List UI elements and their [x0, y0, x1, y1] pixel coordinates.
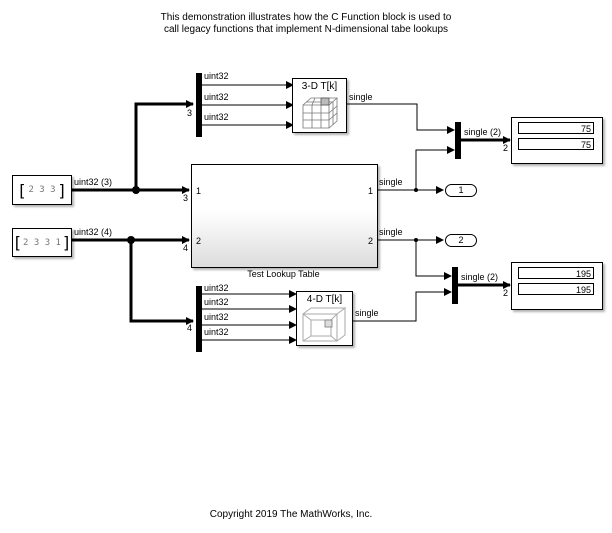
- bus-line-constant-2[interactable]: [72, 236, 194, 325]
- signal-label: uint32: [204, 71, 229, 81]
- signal-label: uint32: [204, 92, 229, 102]
- wire-segment: [330, 335, 338, 342]
- wire-segment: [324, 319, 333, 328]
- display-block-bottom[interactable]: 195 195: [511, 262, 603, 310]
- hypercube-icon: [302, 307, 347, 342]
- wire-segment: [346, 103, 455, 134]
- signal-label: single: [355, 308, 379, 318]
- copyright-text: Copyright 2019 The MathWorks, Inc.: [209, 509, 373, 520]
- width-label: 2: [503, 288, 508, 298]
- lookup-table-3d[interactable]: 3-D T[k]: [292, 78, 347, 133]
- wire-segment: [328, 105, 338, 114]
- wire-segment: [134, 100, 194, 190]
- width-label: 4: [183, 243, 188, 253]
- constant-value: 2 3 3 1: [23, 237, 61, 248]
- signal-label: uint32: [204, 312, 229, 322]
- mux-top-bar: [455, 122, 461, 159]
- signal-label: single (2): [464, 127, 501, 137]
- demux-4d-bar: [196, 286, 202, 352]
- mux-bottom-bar: [452, 267, 458, 304]
- wire-segment: [320, 97, 330, 106]
- width-label: 3: [183, 193, 188, 203]
- block-title: 4-D T[k]: [306, 294, 343, 305]
- wire-segment: [129, 240, 194, 325]
- input-port-label: 1: [196, 186, 202, 196]
- input-port-label: 2: [196, 236, 202, 246]
- wire-segment: [328, 112, 338, 121]
- bracket-left: [: [19, 180, 26, 200]
- branch-point: [127, 236, 135, 244]
- bus-line-constant-1[interactable]: [72, 100, 194, 194]
- bracket-right: ]: [62, 233, 70, 252]
- test-lookup-table-subsystem[interactable]: 1 2 1 2: [191, 164, 378, 268]
- signal-label: uint32: [204, 327, 229, 337]
- signal-label: single: [379, 177, 403, 187]
- wire-segment: [415, 146, 455, 190]
- width-label: 2: [503, 143, 508, 153]
- signal-label: uint32 (4): [74, 227, 112, 237]
- wire-segment: [302, 335, 312, 342]
- signal-label: uint32: [204, 297, 229, 307]
- model-description: This demonstration illustrates how the C…: [0, 12, 612, 36]
- wire-segment: [330, 313, 338, 321]
- constant-block-1[interactable]: [ 2 3 3 ]: [12, 175, 72, 205]
- width-label: 4: [187, 323, 192, 333]
- branch-point: [132, 186, 140, 194]
- signal-label: single (2): [461, 272, 498, 282]
- bracket-right: ]: [58, 180, 65, 200]
- display-value: 195: [518, 283, 594, 295]
- constant-block-2[interactable]: [ 2 3 3 1 ]: [12, 228, 72, 257]
- bracket-left: [: [14, 233, 22, 252]
- display-value: 75: [518, 122, 594, 134]
- wire-segment: [311, 97, 316, 106]
- output-port-label: 2: [367, 236, 373, 246]
- output-port-label: 1: [367, 186, 373, 196]
- lookup-table-4d[interactable]: 4-D T[k]: [296, 291, 353, 346]
- display-value: 195: [518, 267, 594, 279]
- width-label: 3: [187, 108, 192, 118]
- outport-1[interactable]: 1: [445, 184, 477, 197]
- outport-2[interactable]: 2: [445, 234, 477, 247]
- wire-segment: [414, 238, 418, 242]
- signal-label: uint32: [204, 283, 229, 293]
- signal-label: single: [349, 92, 373, 102]
- signal-label: uint32 (3): [74, 177, 112, 187]
- signal-label: uint32: [204, 112, 229, 122]
- wire-segment: [414, 188, 418, 192]
- wire-segment: [352, 288, 452, 322]
- wire-segment: [302, 313, 312, 321]
- display-block-top[interactable]: 75 75: [511, 117, 603, 164]
- description-line-2: call legacy functions that implement N-d…: [163, 24, 449, 35]
- demux-3d-bar: [196, 73, 202, 137]
- signal-label: single: [379, 227, 403, 237]
- wire-segment: [415, 240, 452, 280]
- constant-value: 2 3 3: [28, 185, 56, 195]
- cube-grid-icon: [302, 97, 339, 129]
- subsystem-name: Test Lookup Table: [247, 269, 320, 279]
- display-value: 75: [518, 138, 594, 150]
- block-title: 3-D T[k]: [301, 81, 338, 92]
- description-line-1: This demonstration illustrates how the C…: [160, 12, 452, 23]
